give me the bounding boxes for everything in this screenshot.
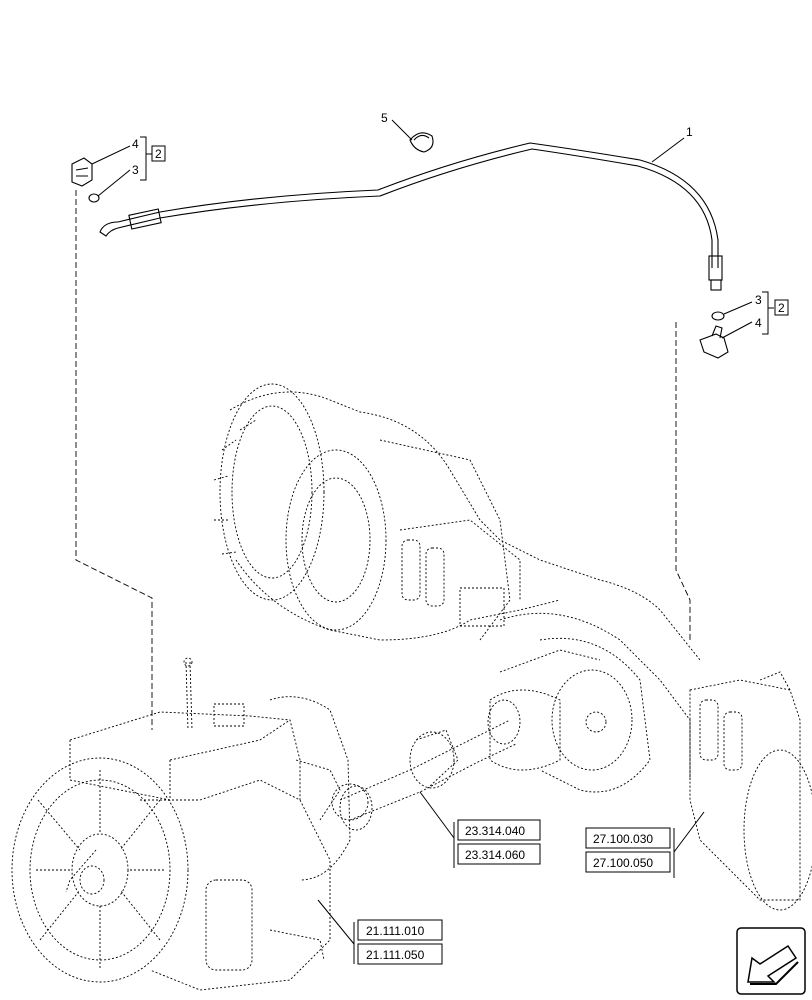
hydraulic-hose[interactable]: [99, 142, 723, 291]
transmission-assembly: [11, 657, 369, 991]
ref-axle-group: [585, 811, 705, 878]
callout-right-group: 2: [778, 301, 785, 315]
callout-1: 1: [686, 125, 693, 139]
propeller-shaft: [339, 699, 521, 831]
callout-left-3: 3: [132, 163, 139, 177]
ref-propshaft-group: [419, 791, 541, 868]
left-assembly-line: [75, 190, 153, 730]
callout-left-4: 4: [132, 137, 139, 151]
ref-gearbox-group: [317, 899, 443, 965]
hose-clip[interactable]: [409, 132, 434, 153]
callout-right-3: 3: [755, 293, 762, 307]
rear-axle-assembly: [213, 383, 812, 911]
ref-23-314-040[interactable]: 23.314.040: [465, 824, 525, 838]
callout-right-4: 4: [755, 316, 762, 330]
ref-21-111-010[interactable]: 21.111.010: [366, 924, 425, 938]
right-elbow-fitting[interactable]: [699, 311, 729, 359]
callout-left-group: 2: [155, 147, 162, 161]
ref-21-111-050[interactable]: 21.111.050: [366, 948, 425, 962]
ref-27-100-050[interactable]: 27.100.050: [593, 856, 653, 870]
callout-5: 5: [381, 111, 388, 125]
right-assembly-line: [675, 322, 691, 640]
ref-27-100-030[interactable]: 27.100.030: [593, 832, 653, 846]
left-elbow-fitting[interactable]: [71, 157, 100, 203]
ref-23-314-060[interactable]: 23.314.060: [465, 848, 525, 862]
arrow-icon[interactable]: [736, 927, 806, 995]
